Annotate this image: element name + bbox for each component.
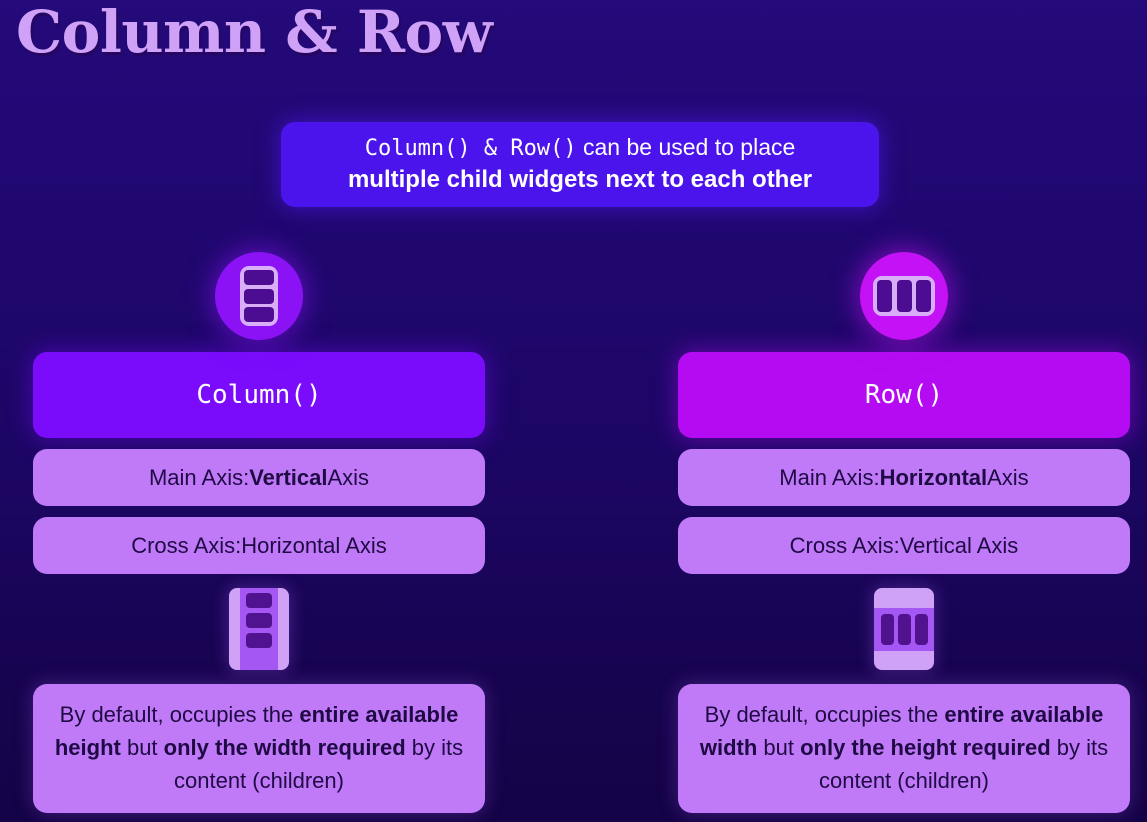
desc-part-3: by its content (children) [174, 735, 464, 793]
desc-part-2: but [757, 735, 801, 760]
desc-part-1: By default, occupies the [704, 702, 945, 727]
row-illustration-bar [880, 614, 894, 645]
column-illustration-band [240, 588, 278, 670]
desc-strong-1: entire available width [699, 702, 1104, 760]
column-header-card: Column() [33, 352, 485, 438]
column-glyph-bar [244, 307, 274, 322]
row-badge-wrap [678, 240, 1130, 352]
row-illustration-wrap [678, 574, 1130, 684]
row-header-card: Row() [678, 352, 1130, 438]
main-axis-strong: Horizontal [879, 464, 988, 490]
page-title: Column & Row [16, 0, 493, 66]
desc-strong-1: entire available height [54, 702, 459, 760]
column-main-axis-card: Main Axis: Vertical Axis [33, 449, 485, 506]
column-glyph [240, 266, 278, 326]
column-layout-icon [215, 252, 303, 340]
row-glyph [873, 276, 935, 316]
panel-column: Column() Main Axis: Vertical Axis Cross … [33, 240, 485, 813]
column-illustration-wrap [33, 574, 485, 684]
desc-part-1: By default, occupies the [59, 702, 300, 727]
callout-line-1: Column() & Row() can be used to place [365, 132, 796, 164]
row-glyph-bar [896, 280, 912, 312]
main-axis-strong: Vertical [249, 464, 328, 490]
desc-part-3: by its content (children) [819, 735, 1109, 793]
cross-axis-prefix: Cross Axis: [131, 532, 242, 558]
callout-rest-text: can be used to place [576, 134, 796, 160]
desc-strong-2: only the height required [800, 735, 1051, 760]
callout-line-2: multiple child widgets next to each othe… [347, 166, 813, 193]
callout-banner: Column() & Row() can be used to place mu… [281, 122, 879, 207]
row-illustration-band [874, 608, 934, 651]
column-cross-axis-card: Cross Axis: Horizontal Axis [33, 517, 485, 574]
row-main-axis-card: Main Axis: Horizontal Axis [678, 449, 1130, 506]
main-axis-suffix: Axis [327, 464, 370, 490]
column-illustration-bar [246, 613, 272, 628]
row-layout-icon [860, 252, 948, 340]
main-axis-prefix: Main Axis: [779, 464, 880, 490]
main-axis-suffix: Axis [987, 464, 1029, 490]
row-glyph-bar [877, 280, 892, 312]
column-illustration-bar [246, 593, 272, 608]
column-illustration-bar [246, 633, 272, 648]
row-description-card: By default, occupies the entire availabl… [678, 684, 1130, 813]
column-glyph-bar [244, 270, 274, 285]
row-illustration-icon [874, 588, 934, 670]
desc-strong-2: only the width required [163, 735, 406, 760]
row-glyph-bar [916, 280, 931, 312]
cross-axis-suffix: Horizontal Axis [241, 532, 387, 558]
row-illustration-bar [914, 614, 928, 645]
panel-row: Row() Main Axis: Horizontal Axis Cross A… [678, 240, 1130, 813]
main-axis-prefix: Main Axis: [148, 464, 250, 490]
column-glyph-bar [244, 288, 274, 304]
column-badge-wrap [33, 240, 485, 352]
cross-axis-prefix: Cross Axis: [789, 532, 900, 558]
column-description-card: By default, occupies the entire availabl… [33, 684, 485, 813]
callout-code-text: Column() & Row() [364, 136, 577, 161]
row-illustration-bar [897, 614, 911, 645]
row-cross-axis-card: Cross Axis: Vertical Axis [678, 517, 1130, 574]
desc-part-2: but [120, 735, 164, 760]
cross-axis-suffix: Vertical Axis [899, 532, 1019, 558]
column-illustration-icon [229, 588, 289, 670]
